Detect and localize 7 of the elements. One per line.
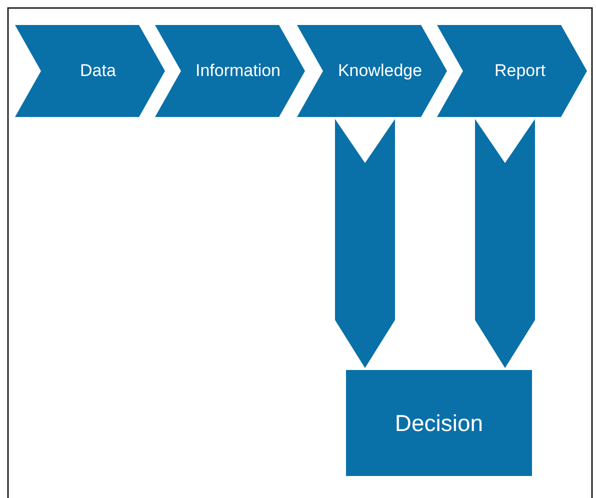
chevron-arrow bbox=[475, 119, 535, 368]
step-label: Report bbox=[494, 61, 546, 81]
chevron-arrow bbox=[335, 119, 395, 368]
step-label: Information bbox=[195, 61, 281, 81]
step-label: Decision bbox=[394, 410, 484, 436]
step-label: Data bbox=[80, 61, 116, 81]
step-label: Knowledge bbox=[338, 61, 422, 81]
